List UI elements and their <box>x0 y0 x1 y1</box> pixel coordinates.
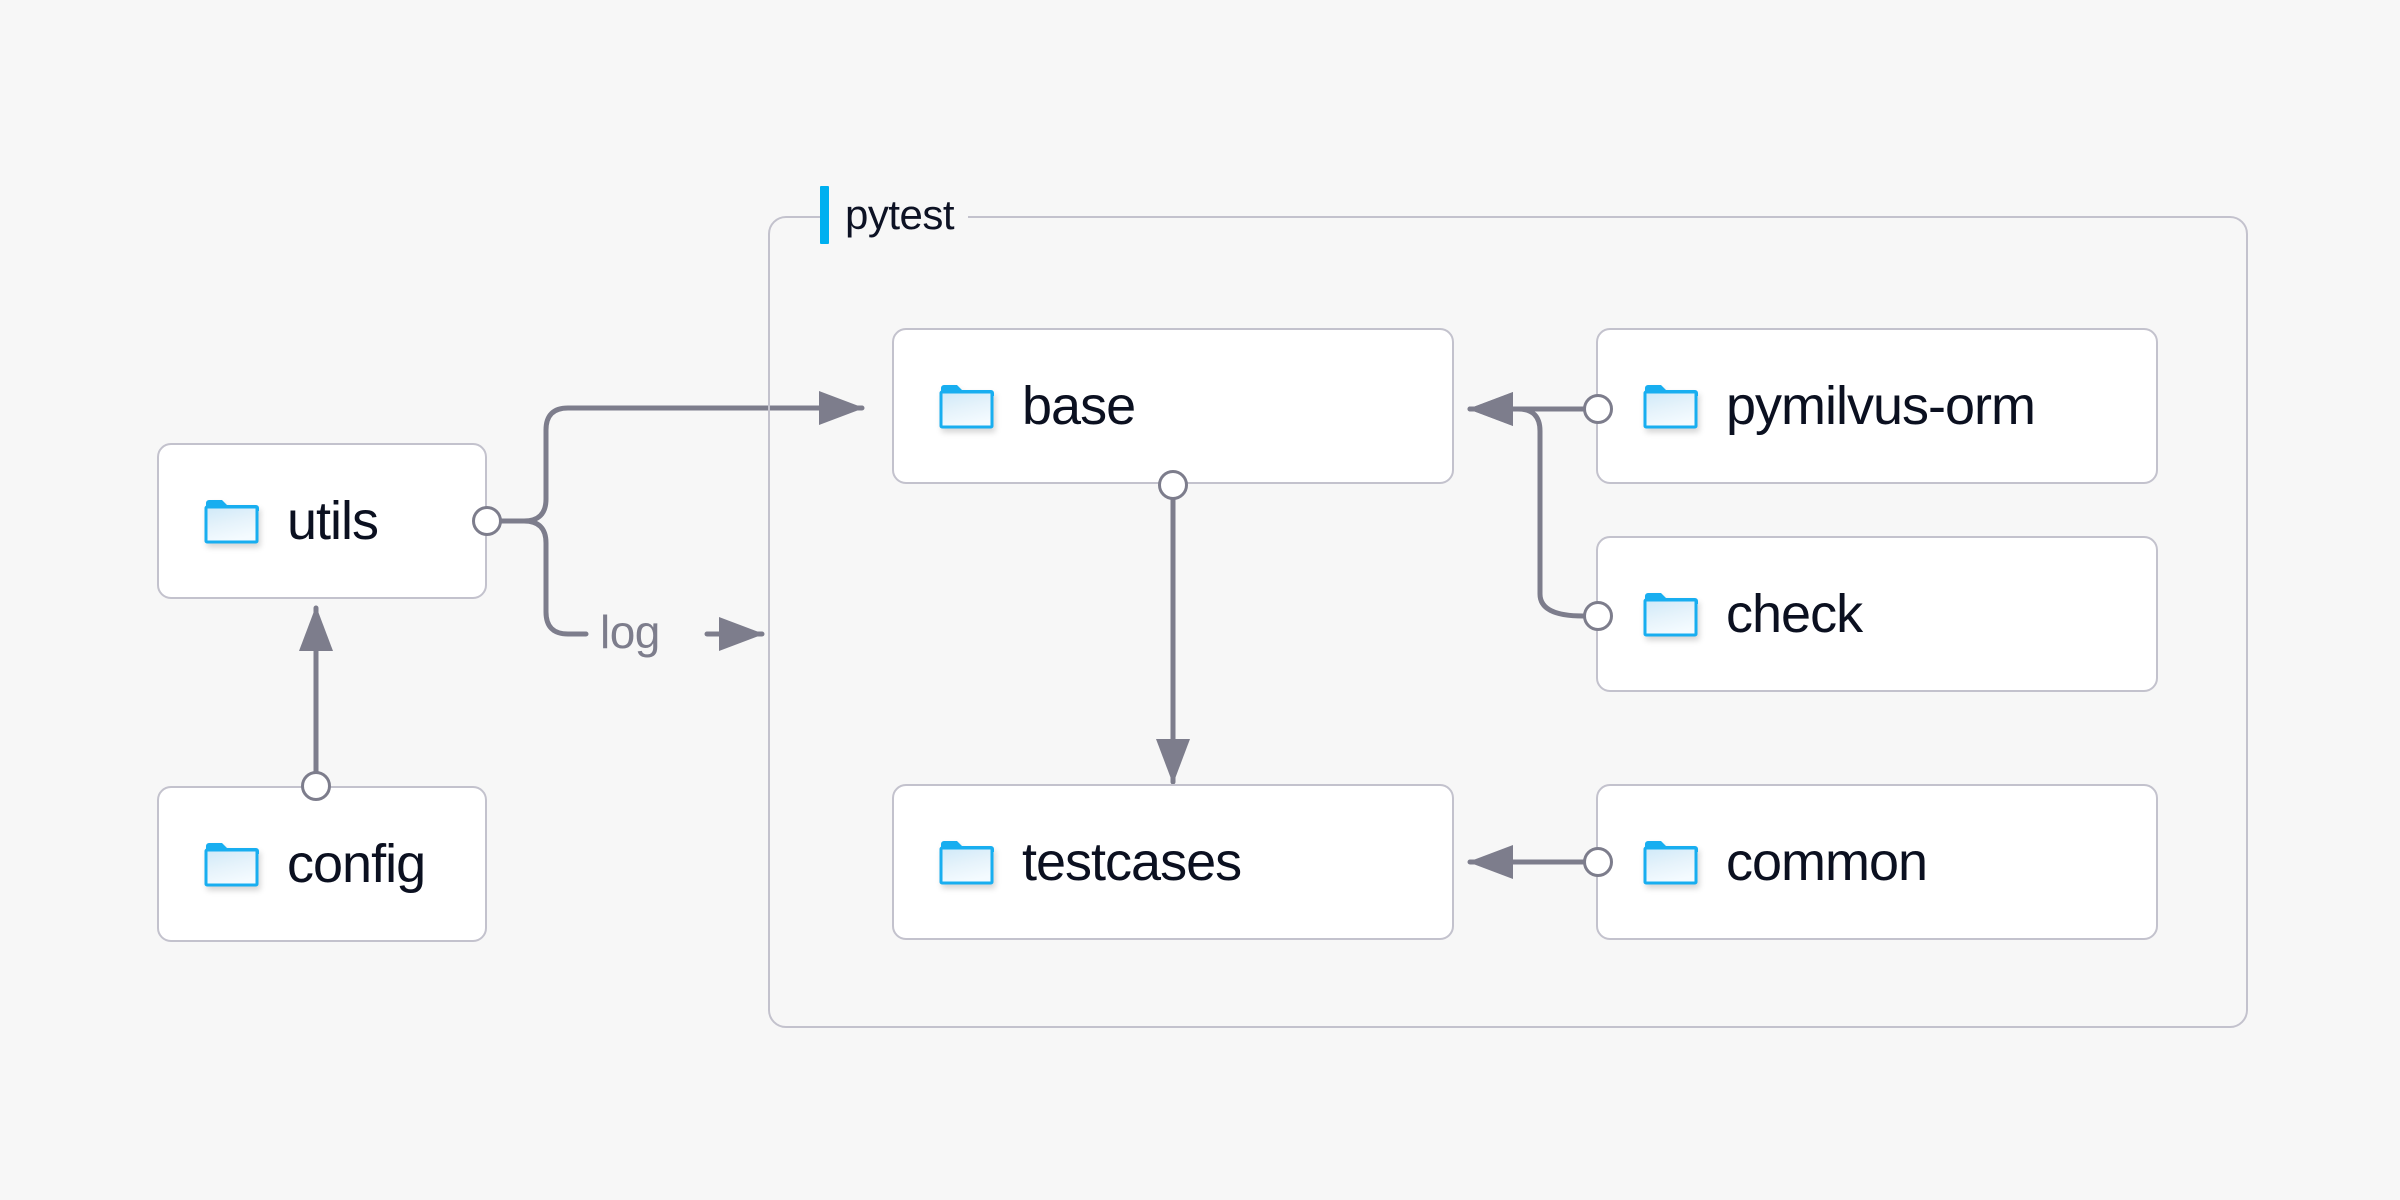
node-base[interactable]: base <box>892 328 1454 484</box>
folder-icon <box>1642 838 1698 886</box>
accent-bar-icon <box>820 186 829 244</box>
port-config-top[interactable] <box>301 771 331 801</box>
edge-utils-to-pytest-log <box>521 518 589 637</box>
folder-icon <box>1642 382 1698 430</box>
folder-icon <box>1642 590 1698 638</box>
node-label-testcases: testcases <box>1022 832 1242 892</box>
folder-icon <box>203 840 259 888</box>
node-pymilvus-orm[interactable]: pymilvus-orm <box>1596 328 2158 484</box>
group-label-pytest: pytest <box>820 186 969 244</box>
node-config[interactable]: config <box>157 786 487 942</box>
node-label-check: check <box>1726 584 1863 644</box>
folder-icon <box>203 497 259 545</box>
port-base-bottom[interactable] <box>1158 470 1188 500</box>
port-utils-right[interactable] <box>472 506 502 536</box>
group-title-text: pytest <box>845 191 955 238</box>
node-testcases[interactable]: testcases <box>892 784 1454 940</box>
node-label-utils: utils <box>287 491 379 551</box>
node-label-pymilvus-orm: pymilvus-orm <box>1726 376 2036 436</box>
group-container-pytest[interactable] <box>768 216 2248 1028</box>
folder-icon <box>938 838 994 886</box>
node-utils[interactable]: utils <box>157 443 487 599</box>
node-check[interactable]: check <box>1596 536 2158 692</box>
node-common[interactable]: common <box>1596 784 2158 940</box>
node-label-config: config <box>287 834 426 894</box>
port-check-left[interactable] <box>1583 601 1613 631</box>
port-pymilvus-orm-left[interactable] <box>1583 394 1613 424</box>
node-label-base: base <box>1022 376 1136 436</box>
port-common-left[interactable] <box>1583 847 1613 877</box>
edge-label-log: log <box>600 606 660 658</box>
node-label-common: common <box>1726 832 1928 892</box>
folder-icon <box>938 382 994 430</box>
